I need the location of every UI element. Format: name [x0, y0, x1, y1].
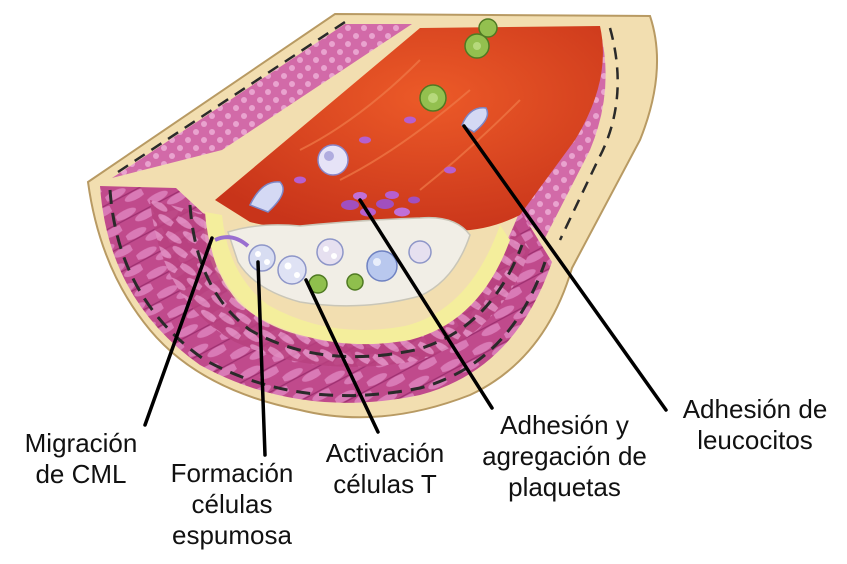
leukocyte-icon [479, 19, 497, 37]
leukocyte-icon [420, 85, 446, 111]
foam-cell-icon [409, 241, 431, 263]
label-adhesion-plaquetas: Adhesión y agregación de plaquetas [462, 410, 667, 503]
label-migracion-cml: Migración de CML [6, 428, 156, 490]
foam-cell-icon [249, 245, 275, 271]
label-leucocitos-line2: leucocitos [670, 425, 840, 456]
label-formacion-line2: células [152, 489, 312, 520]
label-plaquetas-line3: plaquetas [462, 472, 667, 503]
label-activacion-line1: Activación [310, 438, 460, 469]
t-cell-icon [347, 274, 363, 290]
foam-cell-icon [367, 251, 397, 281]
leukocyte-icon [465, 34, 489, 58]
foam-cell-icon [278, 256, 306, 284]
label-migracion-line1: Migración [6, 428, 156, 459]
foam-cell-icon [317, 239, 343, 265]
label-plaquetas-line2: agregación de [462, 441, 667, 472]
label-migracion-line2: de CML [6, 459, 156, 490]
label-adhesion-leucocitos: Adhesión de leucocitos [670, 394, 840, 456]
label-formacion-line3: espumosa [152, 520, 312, 551]
label-activacion-line2: células T [310, 469, 460, 500]
label-plaquetas-line1: Adhesión y [462, 410, 667, 441]
label-leucocitos-line1: Adhesión de [670, 394, 840, 425]
leukocyte-icon [318, 145, 348, 175]
label-formacion-celulas: Formación células espumosa [152, 458, 312, 551]
label-activacion-celulas-t: Activación células T [310, 438, 460, 500]
label-formacion-line1: Formación [152, 458, 312, 489]
